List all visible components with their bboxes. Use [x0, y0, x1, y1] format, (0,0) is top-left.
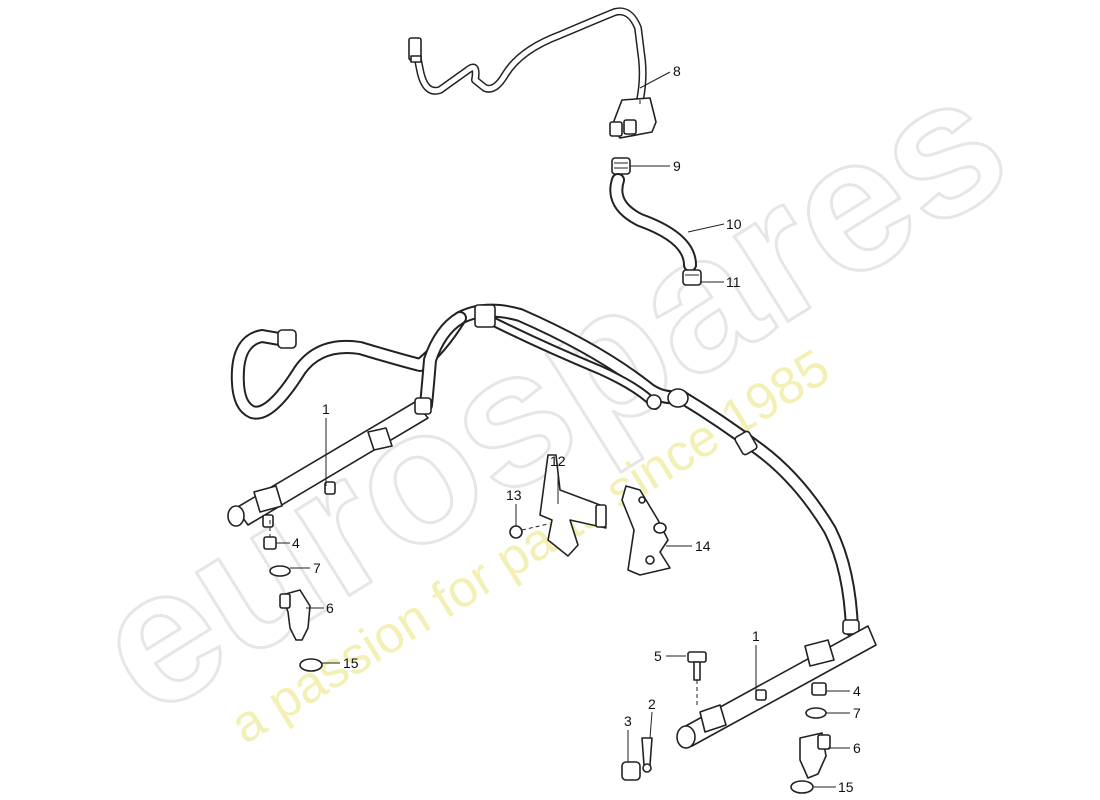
part-5-bolt[interactable]: [687, 651, 707, 705]
part-4-clip-right[interactable]: [811, 682, 827, 696]
part-12-bracket[interactable]: [539, 454, 607, 557]
part-2-stud[interactable]: [641, 737, 653, 773]
hose-connector: [667, 388, 689, 408]
rail-bracket: [253, 485, 283, 513]
part-1-fuel-rail-right[interactable]: [676, 625, 877, 749]
hose-sleeve: [734, 430, 758, 456]
callout-12: 12: [550, 453, 566, 469]
rail-bracket: [367, 427, 393, 451]
callout-4-right: 4: [853, 683, 861, 699]
leader-lines: [276, 71, 850, 788]
callout-11: 11: [726, 274, 741, 290]
callout-14: 14: [695, 538, 711, 554]
part-8-check-valve[interactable]: [609, 97, 657, 139]
callout-3: 3: [624, 713, 632, 729]
callout-4-left: 4: [292, 535, 300, 551]
hose-end-fitting: [277, 329, 297, 349]
callout-5: 5: [654, 648, 662, 664]
part-10-hose[interactable]: [609, 173, 697, 272]
callout-labels: 8 9 10 11 1 12 13 14 4 7 6 15 1 5 4 2 3 …: [292, 63, 861, 795]
part-15-o-ring-left[interactable]: [299, 658, 323, 672]
callout-10: 10: [726, 216, 742, 232]
callout-15-right: 15: [838, 779, 854, 795]
part-4-clip-left[interactable]: [263, 536, 277, 550]
part-7-o-ring-left[interactable]: [269, 565, 291, 577]
part-11-hose-clamp[interactable]: [682, 269, 702, 286]
callout-6-left: 6: [326, 600, 334, 616]
part-6-injector-left[interactable]: [279, 589, 311, 641]
callout-6-right: 6: [853, 740, 861, 756]
part-6-injector-right[interactable]: [799, 732, 831, 779]
rail-bracket: [699, 704, 727, 733]
callout-2: 2: [648, 696, 656, 712]
callout-7-right: 7: [853, 705, 861, 721]
hose-junction-clip: [474, 304, 496, 328]
watermark-brand: eurospares: [59, 32, 1040, 755]
part-9-hose-clamp[interactable]: [611, 157, 631, 175]
callout-8: 8: [673, 63, 681, 79]
part-3-cap[interactable]: [621, 761, 641, 781]
callout-1-left: 1: [322, 401, 330, 417]
part-1-fuel-rail-left[interactable]: [227, 397, 432, 528]
part-7-o-ring-right[interactable]: [805, 707, 827, 719]
part-15-o-ring-right[interactable]: [790, 780, 814, 794]
callout-15-left: 15: [343, 655, 359, 671]
callout-9: 9: [673, 158, 681, 174]
rail-bracket: [804, 639, 835, 667]
part-8-vent-hose[interactable]: [408, 7, 647, 104]
callout-13: 13: [506, 487, 522, 503]
callout-1-right: 1: [752, 628, 760, 644]
part-14-bracket[interactable]: [621, 485, 671, 576]
main-fuel-hose[interactable]: [230, 303, 860, 637]
watermark: eurospares a passion for parts since 198…: [58, 31, 1042, 757]
callout-7-left: 7: [313, 560, 321, 576]
